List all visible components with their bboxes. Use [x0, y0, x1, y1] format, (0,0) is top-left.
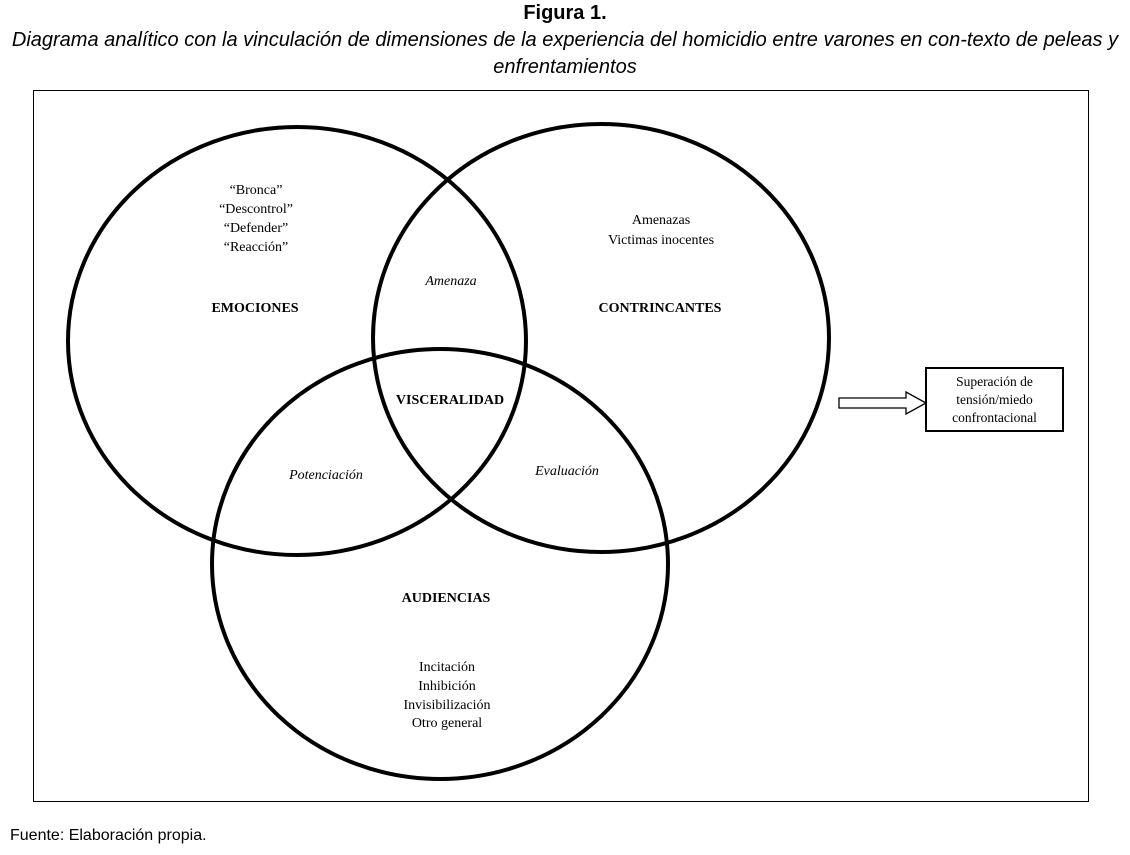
intersection-center: VISCERALIDAD: [396, 393, 504, 408]
result-box: Superación de tensión/miedo confrontacio…: [925, 367, 1064, 432]
circle-audiencias: [210, 347, 670, 781]
source-note: Fuente: Elaboración propia.: [10, 827, 207, 844]
emociones-item: “Descontrol”: [219, 202, 293, 217]
circle-contrincantes: [371, 122, 831, 554]
contrincantes-label: CONTRINCANTES: [599, 301, 722, 316]
intersection-contrincantes-audiencias: Evaluación: [534, 464, 599, 479]
diagram-frame: [33, 90, 1089, 802]
audiencias-item: Incitación: [419, 660, 475, 675]
right-arrow-icon: [838, 390, 928, 416]
result-line: Superación de: [956, 373, 1033, 389]
audiencias-item: Inhibición: [418, 679, 476, 694]
audiencias-label: AUDIENCIAS: [402, 591, 491, 606]
audiencias-item: Otro general: [412, 716, 482, 731]
intersection-emociones-audiencias: Potenciación: [288, 468, 363, 483]
contrincantes-item: Victimas inocentes: [608, 233, 714, 248]
emociones-label: EMOCIONES: [211, 301, 298, 316]
figure-title: Diagrama analítico con la vinculación de…: [11, 29, 1119, 78]
emociones-item: “Reacción”: [224, 240, 289, 255]
circle-emociones: [66, 125, 528, 557]
contrincantes-item: Amenazas: [632, 213, 690, 228]
result-line: tensión/miedo: [956, 391, 1033, 407]
figure-label: Figura 1.: [523, 2, 607, 24]
emociones-item: “Bronca”: [230, 183, 283, 198]
emociones-item: “Defender”: [224, 221, 289, 236]
audiencias-item: Invisibilización: [403, 698, 490, 713]
result-line: confrontacional: [952, 409, 1037, 425]
intersection-emociones-contrincantes: Amenaza: [424, 274, 476, 289]
